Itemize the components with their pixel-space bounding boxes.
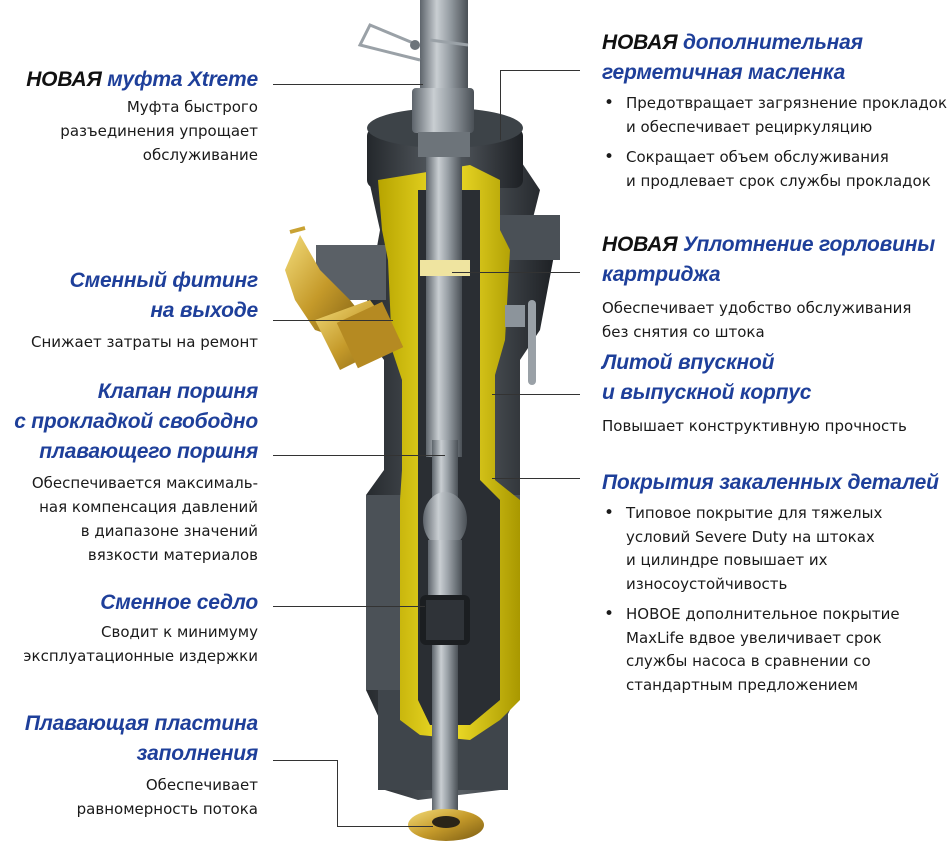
callout-fill-plate: Плавающая пластина заполнения Обеспечива… bbox=[0, 709, 258, 821]
callout-title: Покрытия закаленных деталей bbox=[602, 468, 948, 498]
bullet-line: и продлевает срок службы прокладок bbox=[626, 171, 931, 190]
desc-line: Муфта быстрого bbox=[126, 98, 258, 116]
desc-line: Повышает конструктивную прочность bbox=[602, 417, 907, 435]
bullet-line: стандартным предложением bbox=[626, 675, 859, 694]
outlet-fitting bbox=[285, 226, 404, 370]
callout-wet-cup: НОВАЯ дополнительная герметичная масленк… bbox=[602, 28, 948, 193]
title-line: и выпускной корпус bbox=[602, 381, 812, 404]
bullet-line: MaxLife вдвое увеличивает срок bbox=[626, 628, 882, 647]
callout-xtreme-coupling: НОВАЯ муфта Xtreme Муфта быстрого разъед… bbox=[0, 65, 258, 167]
desc-line: Снижает затраты на ремонт bbox=[31, 333, 258, 351]
leader-line bbox=[492, 478, 580, 479]
callout-title: Клапан поршня с прокладкой свободно плав… bbox=[0, 377, 258, 467]
leader-line bbox=[273, 455, 445, 456]
bullet-line: условий Severe Duty на штоках bbox=[626, 527, 875, 546]
leader-line bbox=[337, 826, 433, 827]
bullet-line: НОВОЕ дополнительное покрытие bbox=[626, 605, 900, 623]
callout-desc: Обеспечивает удобство обслуживания без с… bbox=[602, 296, 948, 344]
desc-line: вязкости материалов bbox=[87, 546, 258, 564]
title-line: плавающего поршня bbox=[39, 440, 258, 463]
bullet-line: Предотвращает загрязнение прокладок bbox=[626, 94, 948, 112]
title-line: с прокладкой свободно bbox=[14, 410, 258, 433]
callout-hardened-coatings: Покрытия закаленных деталей Типовое покр… bbox=[602, 468, 948, 697]
bullet-item: Предотвращает загрязнение прокладок и об… bbox=[602, 92, 948, 139]
callout-title: НОВАЯ Уплотнение горловины картриджа bbox=[602, 230, 948, 290]
desc-line: ная компенсация давлений bbox=[39, 498, 258, 516]
callout-cast-housing: Литой впускной и выпускной корпус Повыша… bbox=[602, 348, 948, 438]
title-text: муфта Xtreme bbox=[107, 68, 258, 91]
callout-title: НОВАЯ муфта Xtreme bbox=[0, 65, 258, 95]
leader-line bbox=[273, 320, 393, 321]
bullet-line: и обеспечивает рециркуляцию bbox=[626, 117, 873, 136]
desc-line: Сводит к минимуму bbox=[101, 623, 258, 641]
callout-desc: Снижает затраты на ремонт bbox=[0, 330, 258, 354]
side-handle bbox=[505, 300, 536, 385]
desc-line: эксплуатационные издержки bbox=[23, 647, 258, 665]
bullet-line: Типовое покрытие для тяжелых bbox=[626, 504, 883, 522]
title-line: картриджа bbox=[602, 263, 721, 286]
callout-desc: Обеспечивает равномерность потока bbox=[0, 773, 258, 821]
leader-line bbox=[452, 272, 580, 273]
title-line: Покрытия закаленных деталей bbox=[602, 471, 939, 494]
bullet-list: Типовое покрытие для тяжелых условий Sev… bbox=[602, 502, 948, 697]
leader-line bbox=[500, 70, 501, 140]
title-line: герметичная масленка bbox=[602, 61, 846, 84]
bullet-item: Сокращает объем обслуживания и продлевае… bbox=[602, 146, 948, 193]
leader-line bbox=[273, 606, 425, 607]
leader-line bbox=[492, 394, 580, 395]
title-line: Сменный фитинг bbox=[69, 269, 259, 292]
title-line: Сменное седло bbox=[100, 591, 258, 614]
title-line: Плавающая пластина bbox=[24, 712, 258, 735]
bullet-list: Предотвращает загрязнение прокладок и об… bbox=[602, 92, 948, 193]
title-lead-new: НОВАЯ bbox=[602, 31, 678, 54]
bullet-line: Сокращает объем обслуживания bbox=[626, 148, 889, 166]
callout-throat-seal: НОВАЯ Уплотнение горловины картриджа Обе… bbox=[602, 230, 948, 344]
bullet-line: службы насоса в сравнении со bbox=[626, 652, 871, 670]
quick-coupling bbox=[357, 23, 469, 62]
desc-line: без снятия со штока bbox=[602, 323, 765, 341]
desc-line: в диапазоне значений bbox=[80, 522, 258, 540]
callout-desc: Сводит к минимуму эксплуатационные издер… bbox=[0, 620, 258, 668]
title-text: дополнительная bbox=[682, 31, 863, 54]
bullet-line: износоустойчивость bbox=[626, 574, 788, 593]
desc-line: Обеспечивает удобство обслуживания bbox=[602, 299, 912, 317]
bullet-item: НОВОЕ дополнительное покрытие MaxLife вд… bbox=[602, 603, 948, 697]
callout-piston-valve: Клапан поршня с прокладкой свободно плав… bbox=[0, 377, 258, 567]
title-text: Уплотнение горловины bbox=[682, 233, 935, 256]
title-lead-new: НОВАЯ bbox=[26, 68, 102, 91]
title-line: Клапан поршня bbox=[97, 380, 258, 403]
leader-line bbox=[273, 760, 337, 761]
callout-title: Сменное седло bbox=[0, 588, 258, 618]
desc-line: Обеспечивает bbox=[145, 776, 258, 794]
callout-outlet-fitting: Сменный фитинг на выходе Снижает затраты… bbox=[0, 266, 258, 354]
callout-desc: Повышает конструктивную прочность bbox=[602, 414, 948, 438]
title-line: заполнения bbox=[136, 742, 259, 765]
desc-line: Обеспечивается максималь- bbox=[31, 474, 258, 492]
callout-title: Сменный фитинг на выходе bbox=[0, 266, 259, 326]
callout-replaceable-seat: Сменное седло Сводит к минимуму эксплуат… bbox=[0, 588, 258, 668]
callout-desc: Обеспечивается максималь- ная компенсаци… bbox=[0, 471, 258, 567]
leader-line bbox=[337, 760, 338, 826]
desc-line: разъединения упрощает bbox=[60, 122, 258, 140]
title-line: Литой впускной bbox=[602, 351, 775, 374]
callout-desc: Муфта быстрого разъединения упрощает обс… bbox=[0, 95, 258, 167]
callout-title: НОВАЯ дополнительная герметичная масленк… bbox=[602, 28, 948, 88]
bullet-item: Типовое покрытие для тяжелых условий Sev… bbox=[602, 502, 948, 596]
callout-title: Литой впускной и выпускной корпус bbox=[602, 348, 948, 408]
bullet-line: и цилиндре повышает их bbox=[626, 551, 828, 569]
callout-title: Плавающая пластина заполнения bbox=[0, 709, 258, 769]
title-line: на выходе bbox=[150, 299, 258, 322]
title-lead-new: НОВАЯ bbox=[602, 233, 678, 256]
leader-line bbox=[500, 70, 580, 71]
desc-line: обслуживание bbox=[142, 146, 258, 164]
desc-line: равномерность потока bbox=[76, 800, 258, 818]
leader-line bbox=[273, 84, 423, 85]
